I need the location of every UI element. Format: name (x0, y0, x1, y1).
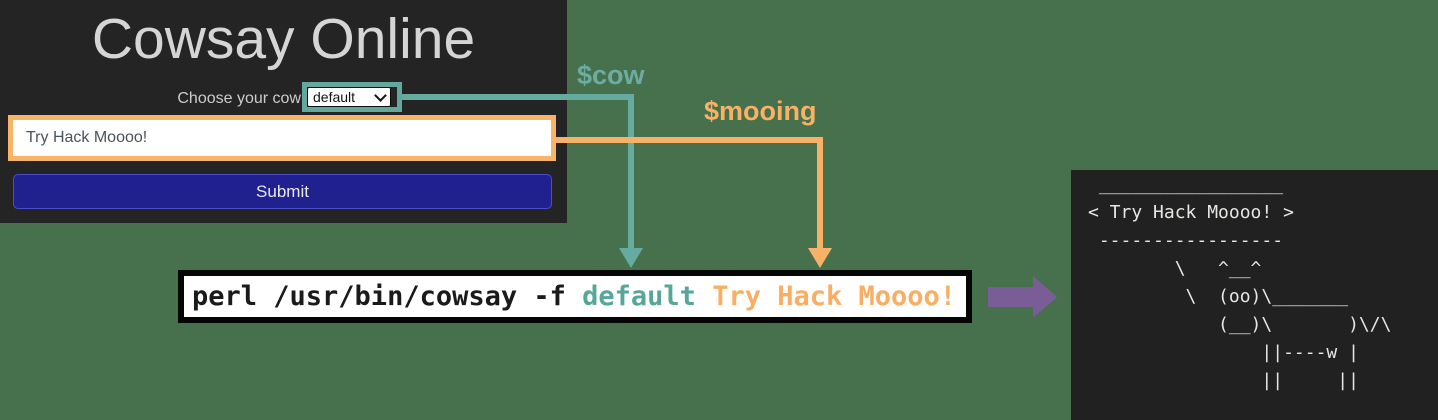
shell-command-box: perl /usr/bin/cowsay -f default Try Hack… (178, 270, 972, 323)
terminal-output-panel: _________________ < Try Hack Moooo! > --… (1071, 170, 1438, 420)
result-arrowhead-icon (1033, 276, 1057, 318)
command-cow-argument: default (582, 281, 696, 312)
command-prefix-text: perl /usr/bin/cowsay -f (192, 281, 583, 312)
cow-select-highlight-box: default (302, 82, 402, 112)
result-arrow-icon (988, 287, 1033, 307)
cow-select-label: Choose your cow (177, 90, 301, 107)
message-input-highlight-box: Try Hack Moooo! (8, 115, 556, 161)
cow-variable-label: $cow (577, 60, 645, 90)
message-input-value: Try Hack Moooo! (26, 129, 148, 146)
cow-arrowhead-icon (619, 248, 643, 268)
command-message-argument: Try Hack Moooo! (695, 281, 957, 312)
cow-select-dropdown[interactable]: default (307, 87, 391, 107)
cowsay-ascii-output: _________________ < Try Hack Moooo! > --… (1088, 174, 1392, 391)
chevron-down-icon (374, 88, 387, 102)
submit-button-label: Submit (256, 181, 309, 201)
message-input[interactable]: Try Hack Moooo! (13, 120, 551, 156)
mooing-arrowhead-icon (808, 248, 832, 268)
page-title: Cowsay Online (91, 7, 476, 71)
cowsay-app-panel: Cowsay Online Choose your cow default Tr… (0, 0, 567, 223)
mooing-variable-label: $mooing (704, 96, 817, 126)
cow-connector-line-vertical (628, 94, 634, 250)
cow-connector-line-horizontal (402, 94, 634, 100)
cow-select-value: default (313, 89, 356, 105)
mooing-connector-line-vertical (817, 137, 823, 250)
mooing-connector-line-horizontal (556, 137, 823, 143)
submit-button[interactable]: Submit (13, 174, 552, 209)
